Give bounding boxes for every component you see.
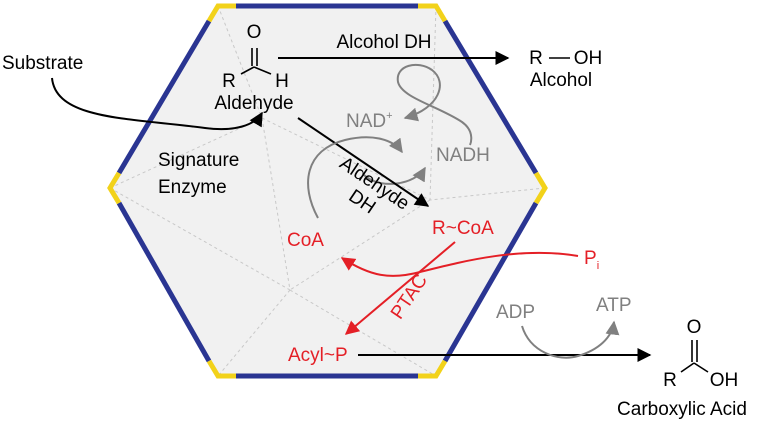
nad-superscript: + xyxy=(386,110,392,122)
alcohol-label: Alcohol xyxy=(530,70,592,91)
alcohol-hydroxyl: OH xyxy=(574,48,603,69)
phosphate-label: Pi xyxy=(584,248,599,272)
aldehyde-label: Aldehyde xyxy=(214,93,293,114)
aldehyde-structure xyxy=(240,48,272,75)
coa-recycle-arrow xyxy=(307,136,403,219)
ptac-arrow xyxy=(344,241,456,335)
nad-label: NAD+ xyxy=(346,110,393,132)
signature-enzyme-line2: Enzyme xyxy=(158,177,227,198)
aldehyde-r-group: R xyxy=(222,71,236,92)
adp-atp-arrow xyxy=(521,320,620,359)
alcohol-dh-label: Alcohol DH xyxy=(336,32,431,53)
acyl-p-label: Acyl~P xyxy=(288,345,348,366)
nadh-label: NADH xyxy=(436,145,490,166)
acid-hydroxyl: OH xyxy=(710,370,739,391)
phosphate-p: P xyxy=(584,248,597,269)
shell-vertices xyxy=(107,3,548,379)
nad-text: NAD xyxy=(346,111,386,132)
shell-edges xyxy=(116,3,539,379)
coa-label: CoA xyxy=(287,230,324,251)
signature-enzyme-line1: Signature xyxy=(158,150,239,171)
phosphate-subscript: i xyxy=(597,260,599,272)
carboxylic-acid-label: Carboxylic Acid xyxy=(617,399,747,420)
nadh-return-arrow xyxy=(363,166,426,185)
aldehyde-dh-arrow xyxy=(297,117,430,207)
carboxylic-acid-structure xyxy=(680,340,709,373)
nad-nadh-cycle-arrow xyxy=(396,63,473,146)
pi-to-coa-arrow xyxy=(340,251,579,277)
adp-label: ADP xyxy=(496,302,535,323)
aldehyde-hydrogen: H xyxy=(275,71,289,92)
aldehyde-oxygen: O xyxy=(247,22,262,43)
acid-r-group: R xyxy=(663,370,677,391)
r-coa-label: R~CoA xyxy=(432,218,494,239)
acid-oxygen: O xyxy=(687,317,702,338)
substrate-label: Substrate xyxy=(2,53,83,74)
substrate-arrow xyxy=(51,77,263,131)
atp-label: ATP xyxy=(596,295,632,316)
alcohol-r-group: R xyxy=(529,48,543,69)
